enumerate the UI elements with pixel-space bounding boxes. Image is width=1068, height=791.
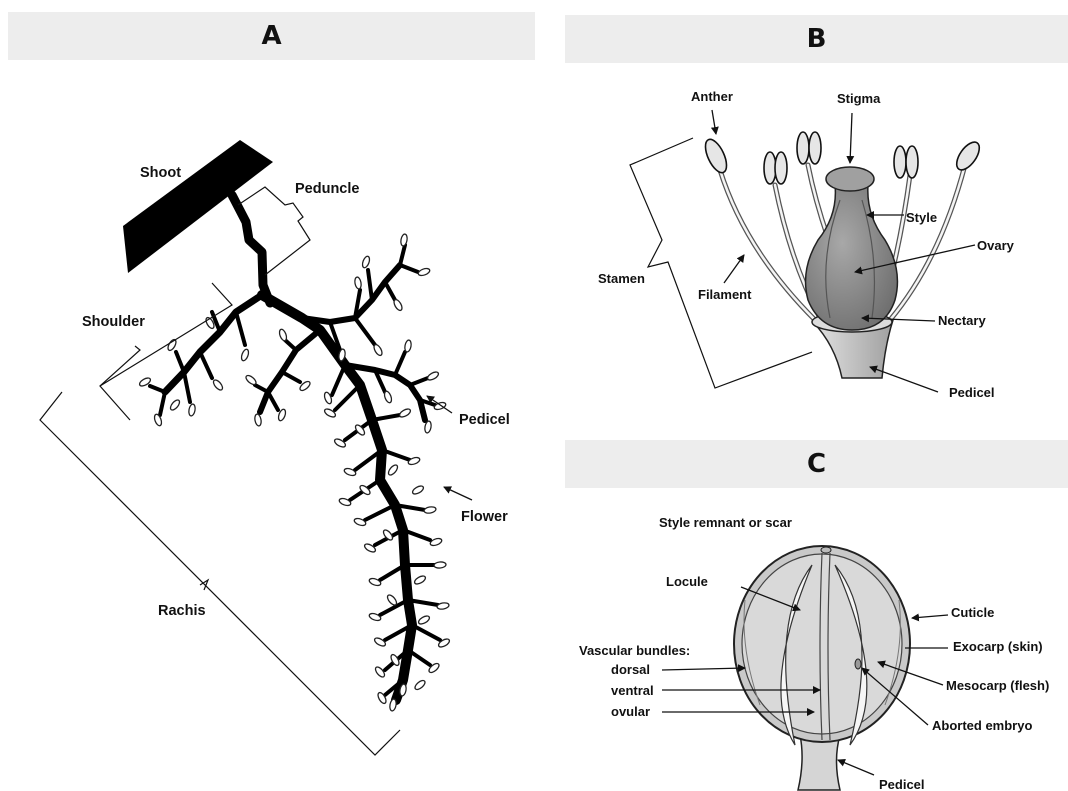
anther-label: Anther bbox=[691, 89, 733, 104]
cuticle-arrow bbox=[912, 615, 948, 618]
ovular-label: ovular bbox=[611, 704, 650, 719]
shoulder-label: Shoulder bbox=[82, 314, 145, 330]
shoot-label: Shoot bbox=[140, 165, 181, 181]
aborted-embryo-shape bbox=[855, 659, 861, 669]
stigma-arrow bbox=[850, 113, 852, 163]
dorsal-label: dorsal bbox=[611, 662, 650, 677]
pedicel-shape-c bbox=[798, 735, 840, 790]
style-scar-shape bbox=[821, 547, 831, 553]
grape-cluster-diagram: Shoot Peduncle Shoulder Pedicel Flower R… bbox=[40, 140, 510, 755]
filament-arrow bbox=[724, 255, 744, 283]
rachis-label: Rachis bbox=[158, 603, 206, 619]
peduncle-stem bbox=[232, 195, 270, 303]
anther-arrow bbox=[712, 110, 716, 134]
vascular-bundles-label: Vascular bundles: bbox=[579, 643, 690, 658]
locule-label: Locule bbox=[666, 574, 708, 589]
peduncle-label: Peduncle bbox=[295, 181, 359, 197]
flower-label: Flower bbox=[461, 509, 508, 525]
pedicel-label-b: Pedicel bbox=[949, 385, 995, 400]
exocarp-label: Exocarp (skin) bbox=[953, 639, 1043, 654]
stigma-label: Stigma bbox=[837, 91, 881, 106]
pedicel-label-c: Pedicel bbox=[879, 777, 925, 791]
pedicel-arrow-c bbox=[838, 760, 874, 775]
filament-label: Filament bbox=[698, 287, 752, 302]
dorsal-arrow bbox=[662, 668, 745, 670]
mesocarp-label: Mesocarp (flesh) bbox=[946, 678, 1049, 693]
shoulder-bracket bbox=[100, 283, 232, 420]
ovary-label: Ovary bbox=[977, 238, 1015, 253]
shoot-shape bbox=[123, 140, 273, 273]
rachis-bracket bbox=[40, 392, 400, 755]
stamen-label: Stamen bbox=[598, 271, 645, 286]
stigma-shape bbox=[826, 167, 874, 191]
ventral-label: ventral bbox=[611, 683, 654, 698]
flower-buds bbox=[138, 234, 450, 712]
mesocarp-shape bbox=[742, 554, 902, 734]
aborted-embryo-label: Aborted embryo bbox=[932, 718, 1032, 733]
style-remnant-label: Style remnant or scar bbox=[659, 515, 792, 530]
nectary-label: Nectary bbox=[938, 313, 986, 328]
berry-section-diagram: Style remnant or scar Locule Cuticle Vas… bbox=[579, 515, 1049, 791]
pedicel-label-a: Pedicel bbox=[459, 412, 510, 428]
flower-diagram: Anther Stigma Style Ovary Stamen Filamen… bbox=[598, 89, 1015, 400]
cuticle-label: Cuticle bbox=[951, 605, 994, 620]
pedicel-arrow-b bbox=[870, 367, 938, 392]
flower-arrow-a bbox=[444, 487, 472, 500]
cluster-branches bbox=[150, 245, 440, 700]
style-label: Style bbox=[906, 210, 937, 225]
